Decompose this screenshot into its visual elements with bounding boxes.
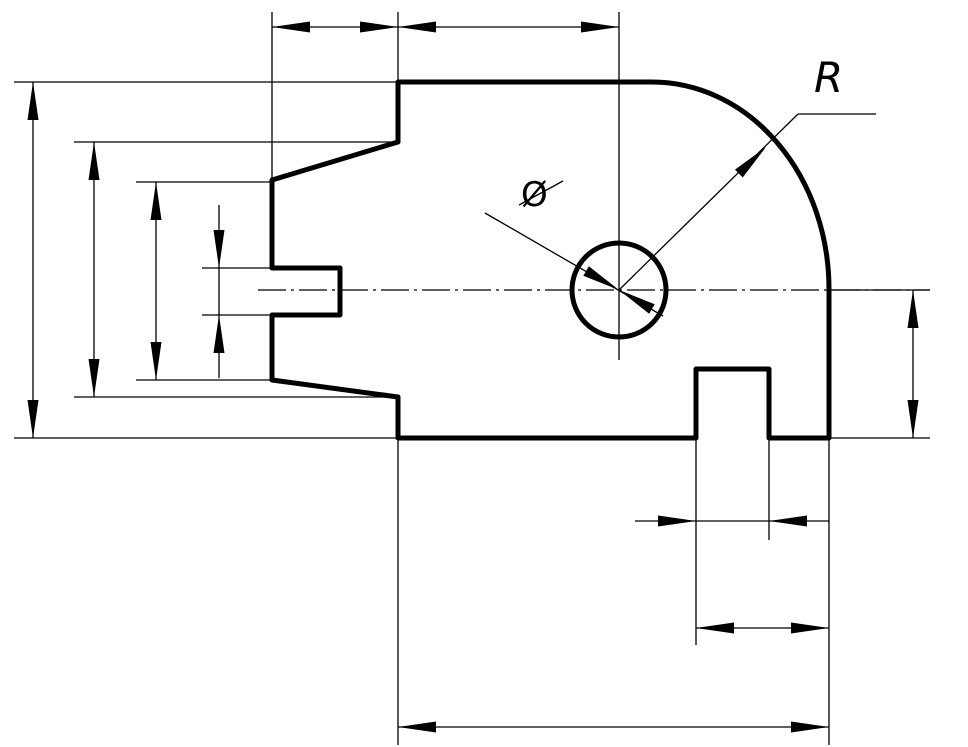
arrowhead <box>769 515 807 527</box>
arrowhead <box>150 182 162 220</box>
arrowheads <box>27 21 919 733</box>
arrowhead <box>88 142 100 180</box>
arrowhead <box>272 21 310 33</box>
diameter-symbol-slash <box>518 180 564 206</box>
arrowhead <box>791 721 829 733</box>
arrowhead <box>619 290 655 314</box>
radius-leader <box>618 113 876 291</box>
arrowhead <box>658 515 696 527</box>
arrowhead <box>27 82 39 120</box>
radius-label: R <box>814 53 843 102</box>
extension-lines <box>14 12 930 745</box>
arrowhead <box>791 622 829 634</box>
arrowhead <box>398 21 436 33</box>
part-outline <box>269 79 832 441</box>
arrowhead <box>213 230 225 268</box>
arrowhead <box>150 342 162 380</box>
arrowhead <box>213 315 225 353</box>
arrowhead <box>583 266 619 290</box>
dimension-lines <box>32 26 914 728</box>
arrowhead <box>907 400 919 438</box>
arrowhead <box>581 21 619 33</box>
diameter-label: Ø <box>521 175 548 215</box>
arrowhead <box>88 359 100 397</box>
arrowhead <box>696 622 734 634</box>
arrowhead <box>907 290 919 328</box>
arrowhead <box>360 21 398 33</box>
arrowhead <box>27 400 39 438</box>
arrowhead <box>398 721 436 733</box>
arrowhead <box>735 147 766 178</box>
